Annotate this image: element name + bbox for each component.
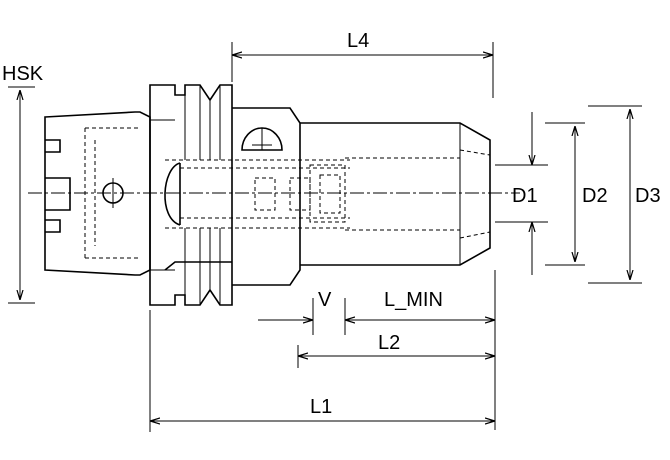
holder-body xyxy=(232,107,491,286)
inner-bore xyxy=(164,149,491,239)
d2-dimension xyxy=(545,122,585,266)
l4-label: L4 xyxy=(347,30,369,52)
l2-dimension xyxy=(297,345,495,368)
flange xyxy=(149,84,233,306)
v-label: V xyxy=(318,289,332,311)
hsk-dimension xyxy=(8,86,35,304)
clamp-screw xyxy=(241,127,283,151)
l4-dimension xyxy=(231,42,494,98)
l2-label: L2 xyxy=(378,332,400,354)
d2-label: D2 xyxy=(582,185,608,207)
d1-label: D1 xyxy=(512,185,538,207)
d1-dimension xyxy=(495,112,548,275)
l1-label: L1 xyxy=(310,396,332,418)
v-lmin-dimension xyxy=(258,270,496,430)
l-min-label: L_MIN xyxy=(384,289,443,311)
d3-label: D3 xyxy=(635,185,661,207)
l1-dimension xyxy=(149,310,495,432)
d3-dimension xyxy=(588,105,642,284)
bore-end-arc xyxy=(164,162,181,226)
hsk-label: HSK xyxy=(2,63,44,85)
